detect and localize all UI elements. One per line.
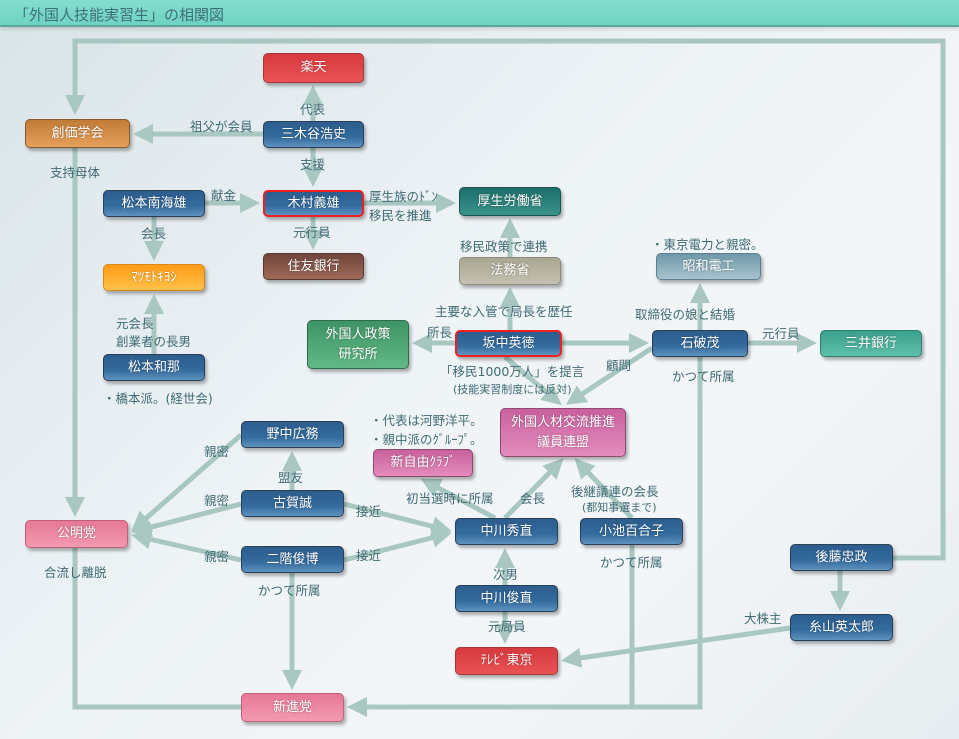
- edge-label: 移民政策で連携: [460, 239, 548, 254]
- edge-koike-renmei: [574, 458, 634, 520]
- edge-label: 親密: [204, 444, 230, 459]
- node-nakagawa-toshinao: 中川俊直: [455, 585, 558, 612]
- edge-label: 厚生族のﾄﾞﾝ: [369, 189, 438, 204]
- edge-label: 合流し離脱: [44, 565, 107, 580]
- edge-koga-nakagawa: [343, 501, 452, 537]
- node-shinshinto: 新進党: [241, 693, 344, 722]
- node-rakuten: 楽天: [263, 53, 364, 83]
- edge-label: 元会長: [116, 316, 154, 331]
- node-shinjiyu-club: 新自由ｸﾗﾌﾞ: [373, 449, 473, 477]
- note: ・親中派のｸﾞﾙｰﾌﾟ。: [370, 432, 483, 447]
- node-nonaka: 野中広務: [241, 421, 344, 448]
- edge-label: 移民を推進: [369, 208, 432, 223]
- node-mikitani: 三木谷浩史: [263, 121, 364, 148]
- node-policy-institute: 外国人政策 研究所: [307, 320, 409, 369]
- node-ishiba: 石破茂: [652, 330, 748, 357]
- edge-label: 顧問: [606, 358, 632, 373]
- node-mitsui-bank: 三井銀行: [820, 330, 922, 357]
- edge-label: 支持母体: [50, 165, 101, 180]
- edge-koga-komei: [131, 501, 242, 537]
- edge-label: 次男: [493, 567, 519, 582]
- node-nakagawa-hidenao: 中川秀直: [455, 518, 558, 545]
- edge-label: 会長: [141, 226, 167, 241]
- edge-sakanaka-renmei: [503, 355, 562, 406]
- edge-label: 接近: [356, 548, 382, 563]
- edge-ishiba-renmei: [565, 345, 654, 405]
- node-koike: 小池百合子: [580, 518, 683, 545]
- edge-goto-soka: [65, 38, 946, 561]
- node-goto: 後藤忠政: [790, 544, 893, 571]
- edge-label: 元局員: [488, 619, 526, 634]
- node-kimura: 木村義雄: [263, 190, 364, 217]
- edge-komei-shinshin: [72, 547, 241, 710]
- node-showa-denko: 昭和電工: [656, 253, 761, 280]
- edge-label: 親密: [204, 549, 230, 564]
- edge-label: 祖父が会員: [190, 119, 253, 134]
- node-matsumoto-namio: 松本南海雄: [103, 190, 205, 217]
- edge-label: 所長: [427, 325, 453, 340]
- edge-label: 接近: [356, 504, 382, 519]
- node-giin-renmei: 外国人材交流推進 議員連盟: [500, 408, 626, 457]
- edge-label: 盟友: [278, 470, 304, 485]
- edge-label: かつて所属: [600, 555, 663, 570]
- edge-label: 会長: [520, 491, 546, 506]
- edge-nakagawa-shinjiyu: [420, 478, 497, 521]
- diagram-title: 「外国人技能実習生」の相関図: [14, 6, 225, 24]
- edge-nikai-nakagawa: [343, 527, 452, 563]
- edge-nonaka-komei: [131, 433, 243, 532]
- edge-label: 大株主: [744, 611, 782, 626]
- note: 「移民1000万人」を提言: [440, 364, 585, 379]
- node-matsumoto-kazuna: 松本和那: [103, 354, 205, 381]
- node-matsumoto-kiyoshi: ﾏﾂﾓﾄｷﾖｼ: [103, 264, 205, 291]
- edge-nikai-komei: [131, 529, 242, 563]
- edge-label: 元行員: [293, 225, 331, 240]
- node-nikai: 二階俊博: [241, 546, 344, 573]
- edge-nakagawa-renmei: [503, 458, 564, 520]
- edge-label: 取締役の娘と結婚: [635, 307, 736, 322]
- note: ・橋本派。(経世会): [103, 391, 213, 406]
- node-itoyama: 糸山英太郎: [790, 614, 893, 641]
- node-soka-gakkai: 創価学会: [25, 119, 130, 148]
- node-komeito: 公明党: [25, 520, 128, 548]
- edge-label: 代表: [300, 102, 326, 117]
- edge-label: 創業者の長男: [116, 334, 192, 349]
- edge-label: 後継議連の会長: [571, 484, 659, 499]
- edge-ishiba-shinshin: [347, 357, 703, 717]
- edge-itoyama-tvtokyo: [561, 625, 791, 668]
- edge-label: 元行員: [762, 326, 800, 341]
- edge-label: (都知事選まで): [582, 501, 657, 514]
- edge-label: かつて所属: [258, 583, 321, 598]
- node-tv-tokyo: ﾃﾚﾋﾞ東京: [455, 647, 558, 675]
- edge-label: 親密: [204, 493, 230, 508]
- node-koga: 古賀誠: [241, 490, 344, 517]
- edge-label: かつて所属: [672, 369, 735, 384]
- title-bar: 「外国人技能実習生」の相関図: [0, 0, 959, 27]
- node-sumitomo-bank: 住友銀行: [263, 253, 364, 280]
- node-homusho: 法務省: [459, 257, 561, 285]
- node-kosei-rodosho: 厚生労働省: [459, 187, 561, 216]
- note: ・東京電力と親密。: [651, 237, 764, 252]
- edge-label: 支援: [300, 157, 326, 172]
- edge-label: 献金: [211, 188, 237, 203]
- edge-label: 主要な入管で局長を歴任: [435, 304, 573, 319]
- note: (技能実習制度には反対): [453, 383, 572, 396]
- edge-label: 初当選時に所属: [406, 491, 494, 506]
- node-sakanaka: 坂中英徳: [455, 330, 562, 357]
- note: ・代表は河野洋平。: [370, 413, 483, 428]
